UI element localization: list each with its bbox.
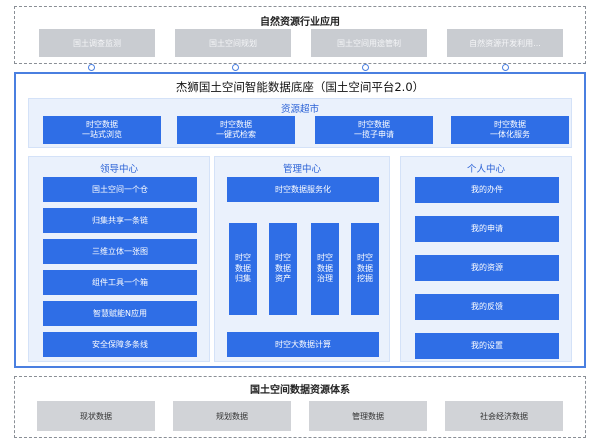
- management-data-box[interactable]: 管理数据: [309, 401, 427, 431]
- data-asset-button[interactable]: 时空 数据 资产: [269, 223, 297, 315]
- app-use-control[interactable]: 国土空间用途管制: [311, 29, 427, 57]
- integrated-service-button[interactable]: 时空数据 一体化服务: [451, 116, 569, 144]
- my-feedback-button[interactable]: 我的反馈: [415, 294, 559, 320]
- connector-top-3: [362, 64, 369, 71]
- data-collection-button[interactable]: 时空 数据 归集: [229, 223, 257, 315]
- management-center-title: 管理中心: [282, 164, 321, 175]
- one-stop-browse-button[interactable]: 时空数据 一站式浏览: [43, 116, 161, 144]
- one-click-search-button[interactable]: 时空数据 一键式检索: [177, 116, 295, 144]
- my-applications-button[interactable]: 我的申请: [415, 216, 559, 242]
- integrated-service-label: 时空数据 一体化服务: [490, 120, 530, 139]
- data-service-button[interactable]: 时空数据服务化: [227, 177, 379, 202]
- connector-top-1: [88, 64, 95, 71]
- leader-item-3d-map[interactable]: 三维立体一张图: [43, 239, 197, 264]
- data-resource-system-section: 国土空间数据资源体系 现状数据 规划数据 管理数据 社会经济数据: [14, 376, 586, 438]
- connector-top-4: [502, 64, 509, 71]
- current-data-box[interactable]: 现状数据: [37, 401, 155, 431]
- leader-item-chain[interactable]: 归集共享一条链: [43, 208, 197, 233]
- package-apply-label: 时空数据 一揽子申请: [354, 120, 394, 139]
- leader-center-panel: 领导中心 国土空间一个仓 归集共享一条链 三维立体一张图 组件工具一个箱 智慧赋…: [28, 156, 210, 362]
- data-governance-label: 时空 数据 治理: [317, 252, 333, 284]
- connector-top-2: [232, 64, 239, 71]
- data-mining-button[interactable]: 时空 数据 挖掘: [351, 223, 379, 315]
- industry-apps-title: 自然资源行业应用: [260, 17, 340, 28]
- leader-center-title: 领导中心: [99, 164, 138, 175]
- leader-item-security[interactable]: 安全保障多条线: [43, 332, 197, 357]
- my-settings-button[interactable]: 我的设置: [415, 333, 559, 359]
- data-platform: 杰狮国土空间智能数据底座（国土空间平台2.0） 资源超市 时空数据 一站式浏览 …: [14, 72, 586, 368]
- socio-economic-data-box[interactable]: 社会经济数据: [445, 401, 563, 431]
- resource-supermarket-title: 资源超市: [280, 104, 319, 115]
- package-apply-button[interactable]: 时空数据 一揽子申请: [315, 116, 433, 144]
- industry-apps-section: 自然资源行业应用 国土调查监测 国土空间规划 国土空间用途管制 自然资源开发利用…: [14, 6, 586, 64]
- app-resource-development[interactable]: 自然资源开发利用...: [447, 29, 563, 57]
- data-collection-label: 时空 数据 归集: [235, 252, 251, 284]
- platform-title: 杰狮国土空间智能数据底座（国土空间平台2.0）: [175, 80, 425, 94]
- leader-item-toolbox[interactable]: 组件工具一个箱: [43, 270, 197, 295]
- personal-center-panel: 个人中心 我的办件 我的申请 我的资源 我的反馈 我的设置: [400, 156, 572, 362]
- app-land-survey[interactable]: 国土调查监测: [39, 29, 155, 57]
- one-click-search-label: 时空数据 一键式检索: [216, 120, 256, 139]
- one-stop-browse-label: 时空数据 一站式浏览: [82, 120, 122, 139]
- my-resources-button[interactable]: 我的资源: [415, 255, 559, 281]
- leader-item-warehouse[interactable]: 国土空间一个仓: [43, 177, 197, 202]
- data-asset-label: 时空 数据 资产: [275, 252, 291, 284]
- data-resource-system-title: 国土空间数据资源体系: [250, 385, 350, 396]
- big-data-compute-button[interactable]: 时空大数据计算: [227, 332, 379, 357]
- my-cases-button[interactable]: 我的办件: [415, 177, 559, 203]
- data-mining-label: 时空 数据 挖掘: [357, 252, 373, 284]
- data-governance-button[interactable]: 时空 数据 治理: [311, 223, 339, 315]
- personal-center-title: 个人中心: [466, 164, 505, 175]
- resource-supermarket-panel: 资源超市 时空数据 一站式浏览 时空数据 一键式检索 时空数据 一揽子申请 时空…: [28, 98, 572, 148]
- management-center-panel: 管理中心 时空数据服务化 时空 数据 归集 时空 数据 资产 时空 数据 治理 …: [214, 156, 390, 362]
- app-spatial-planning[interactable]: 国土空间规划: [175, 29, 291, 57]
- planning-data-box[interactable]: 规划数据: [173, 401, 291, 431]
- leader-item-smart-apps[interactable]: 智慧赋能N应用: [43, 301, 197, 326]
